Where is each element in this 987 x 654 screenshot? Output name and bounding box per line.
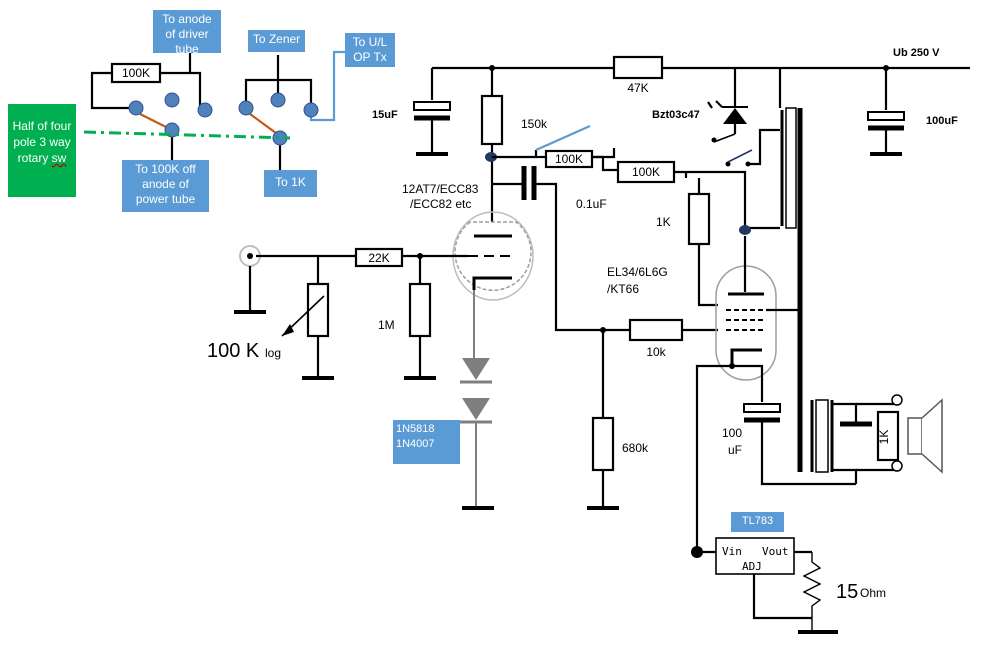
callout-to-100k-power: To 100K off anode of power tube (122, 160, 209, 212)
callout-tl783: TL783 (731, 512, 784, 532)
callout-rotary-switch: Half of four pole 3 way rotary sw (8, 104, 76, 197)
resistor-10k (628, 318, 684, 342)
rotary-switch-detail: 100K (83, 50, 345, 170)
label-100k-b: 100K (632, 165, 660, 179)
label-adj: ADJ (742, 560, 762, 573)
label-01uf: 0.1uF (576, 197, 607, 211)
label-15uf: 15uF (372, 109, 398, 121)
power-tube (715, 236, 777, 381)
label-1k-speaker: 1K (877, 430, 891, 445)
switch-resistor-100k (110, 62, 162, 84)
label-vin: Vin (722, 545, 742, 558)
capacitor-100uf-supply (867, 68, 905, 156)
junction-driver-anode (485, 152, 497, 162)
callout-to-ul: To U/L OP Tx (345, 33, 395, 67)
resistor-driver-anode (480, 94, 504, 146)
input-jack (234, 245, 266, 314)
label-driver-tube-b: /ECC82 etc (410, 197, 471, 211)
resistor-22k (354, 247, 404, 268)
label-power-tube-b: /KT66 (607, 282, 639, 296)
label-ub-250v: Ub 250 V (893, 47, 940, 59)
callout-diodes-a: 1N5818 (396, 423, 435, 435)
switch-contact (303, 102, 319, 118)
label-680k: 680k (622, 441, 649, 455)
resistor-1k-speaker (876, 410, 900, 462)
resistor-1k-screen (687, 192, 711, 246)
resistor-47k (612, 55, 664, 80)
label-ohm: Ohm (860, 586, 886, 600)
potentiometer-100k-log (306, 282, 330, 338)
mechanical-link (83, 130, 291, 140)
capacitor-15uf (413, 101, 451, 156)
label-150k: 150k (521, 117, 548, 131)
label-vout: Vout (762, 545, 789, 558)
capacitor-100uf-cathode (743, 403, 856, 486)
callout-to-anode-driver: To anode of driver tube (153, 10, 221, 56)
junction-power-anode (739, 225, 751, 235)
label-100uf-cathode-b: uF (728, 443, 742, 457)
output-transformer (780, 107, 834, 473)
driver-tube (452, 211, 534, 301)
rotary-switch-sw: sw (51, 151, 67, 165)
label-100k-pot: 100 K (207, 340, 260, 362)
label-15: 15 (836, 581, 858, 603)
label-1m: 1M (378, 318, 395, 332)
label-47k: 47K (627, 81, 648, 95)
label-10k: 10k (646, 345, 666, 359)
resistor-1m (408, 282, 432, 338)
switch-contact (270, 92, 286, 108)
speaker-icon (907, 417, 923, 455)
resistor-100k-a (544, 149, 594, 169)
callout-diodes: 1N5818 1N4007 (393, 420, 460, 464)
switch-resistor-label: 100K (122, 66, 150, 80)
callout-to-zener: To Zener (248, 30, 305, 52)
label-power-tube-a: EL34/6L6G (607, 265, 668, 279)
callout-diodes-b: 1N4007 (396, 438, 435, 450)
speaker-output: 1K (832, 394, 943, 484)
switch-contact (238, 100, 254, 116)
resistor-680k (591, 416, 615, 472)
switch-contact (197, 102, 213, 118)
callout-to-1k: To 1K (264, 170, 317, 197)
switch-contact (164, 92, 180, 108)
label-pot-log: log (265, 346, 281, 360)
rotary-switch-text: Half of four pole 3 way rotary (12, 119, 72, 165)
resistor-15-ohm (802, 552, 822, 632)
label-bzt03c47: Bzt03c47 (652, 109, 700, 121)
tl783-regulator (715, 537, 795, 575)
label-100k-a: 100K (555, 152, 583, 166)
label-22k: 22K (368, 251, 389, 265)
switch-contact (128, 100, 144, 116)
label-driver-tube-a: 12AT7/ECC83 (402, 182, 479, 196)
bias-diodes (460, 358, 494, 510)
label-100uf-cathode-a: 100 (722, 426, 742, 440)
label-100uf-supply: 100uF (926, 115, 958, 127)
zener-bzt03c47 (715, 68, 748, 134)
label-1k: 1K (656, 215, 671, 229)
